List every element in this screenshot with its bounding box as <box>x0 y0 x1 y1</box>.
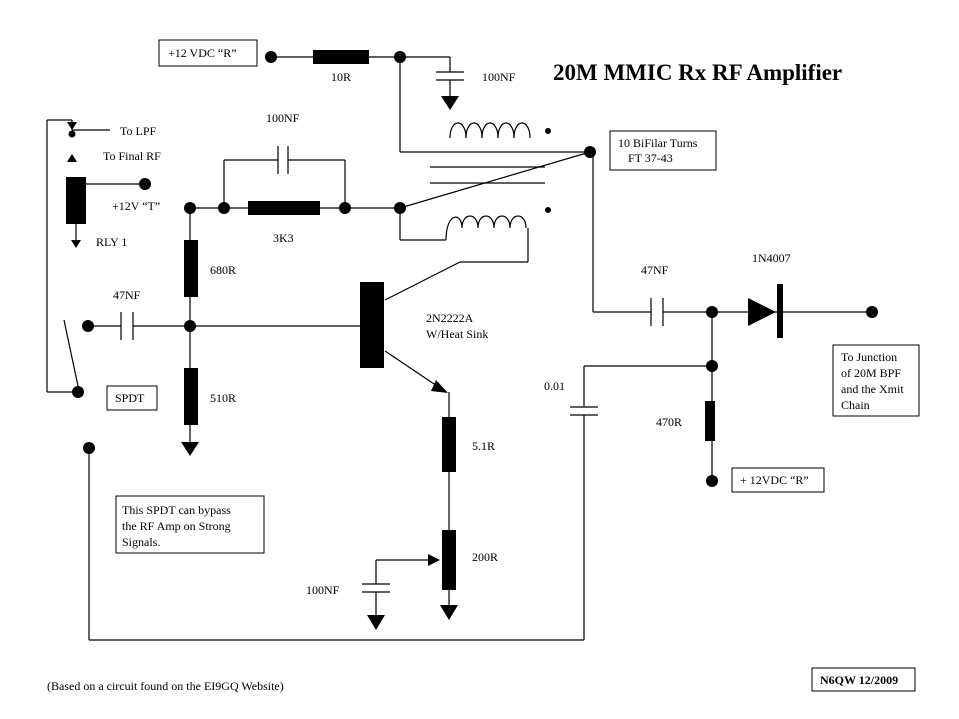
resistor-470r-label: 470R <box>656 415 682 429</box>
supply-r-bottom: + 12VDC “R” <box>731 467 825 493</box>
resistor-5-1r-label: 5.1R <box>472 439 495 453</box>
capacitor-47nf-output-label: 47NF <box>641 263 669 277</box>
diode-1n4007-label: 1N4007 <box>752 251 791 265</box>
note-line-2: the RF Amp on Strong <box>122 519 231 533</box>
emitter-network <box>362 392 458 630</box>
resistor-200r-label: 200R <box>472 550 498 564</box>
author-label: N6QW 12/2009 <box>820 673 898 687</box>
rly1-label: RLY 1 <box>96 235 127 249</box>
capacitor-100nf-bottom-label: 100NF <box>306 583 340 597</box>
feedback-network <box>190 146 406 215</box>
resistor-510r <box>184 368 198 425</box>
resistor-200r <box>442 530 456 590</box>
resistor-5-1r <box>442 417 456 472</box>
relay-rly1 <box>46 119 151 398</box>
to-lpf-label: To LPF <box>120 124 156 138</box>
junction-line-4: Chain <box>841 398 870 412</box>
spdt-box: SPDT <box>106 385 158 411</box>
junction-line-3: and the Xmit <box>841 382 904 396</box>
input-coupling <box>82 312 360 340</box>
footer-credit: (Based on a circuit found on the EI9GQ W… <box>47 679 284 693</box>
resistor-3k3-label: 3K3 <box>273 231 294 245</box>
ground-icon <box>367 615 385 630</box>
spdt-label: SPDT <box>115 391 145 405</box>
spdt-note: This SPDT can bypass the RF Amp on Stron… <box>115 495 265 554</box>
junction-line-2: of 20M BPF <box>841 366 901 380</box>
diode-1n4007 <box>748 298 776 326</box>
resistor-10r <box>313 50 369 64</box>
output-network <box>83 152 878 641</box>
capacitor-100nf-feedback-label: 100NF <box>266 111 300 125</box>
ground-icon <box>440 605 458 620</box>
capacitor-100nf-top <box>400 56 464 110</box>
resistor-680r <box>184 240 198 297</box>
resistor-10r-label: 10R <box>331 70 351 84</box>
supply-r-bottom-label: + 12VDC “R” <box>740 473 809 487</box>
bifilar-note: 10 BiFilar Turns FT 37-43 <box>609 130 717 171</box>
resistor-470r <box>705 401 715 441</box>
bias-network <box>181 202 199 456</box>
supply-r-input: +12 VDC “R” <box>158 39 400 67</box>
bifilar-line-2: FT 37-43 <box>628 151 673 165</box>
diagram-title: 20M MMIC Rx RF Amplifier <box>553 60 842 85</box>
capacitor-100nf-top-label: 100NF <box>482 70 516 84</box>
to-final-rf-label: To Final RF <box>103 149 161 163</box>
bifilar-transformer <box>384 57 596 301</box>
transistor-2n2222a <box>360 282 448 393</box>
resistor-3k3 <box>248 201 320 215</box>
resistor-510r-label: 510R <box>210 391 236 405</box>
author-box: N6QW 12/2009 <box>811 667 916 692</box>
v12-t-label: +12V “T” <box>112 199 160 213</box>
capacitor-47nf-input-label: 47NF <box>113 288 141 302</box>
ground-icon <box>181 442 199 456</box>
transistor-note: W/Heat Sink <box>426 327 488 341</box>
note-line-1: This SPDT can bypass <box>122 503 231 517</box>
resistor-680r-label: 680R <box>210 263 236 277</box>
ground-icon <box>441 96 459 110</box>
capacitor-001-label: 0.01 <box>544 379 565 393</box>
transistor-name: 2N2222A <box>426 311 474 325</box>
supply-r-label: +12 VDC “R” <box>168 46 237 60</box>
junction-note: To Junction of 20M BPF and the Xmit Chai… <box>832 344 920 417</box>
bifilar-line-1: 10 BiFilar Turns <box>618 136 698 150</box>
note-line-3: Signals. <box>122 535 160 549</box>
junction-line-1: To Junction <box>841 350 897 364</box>
